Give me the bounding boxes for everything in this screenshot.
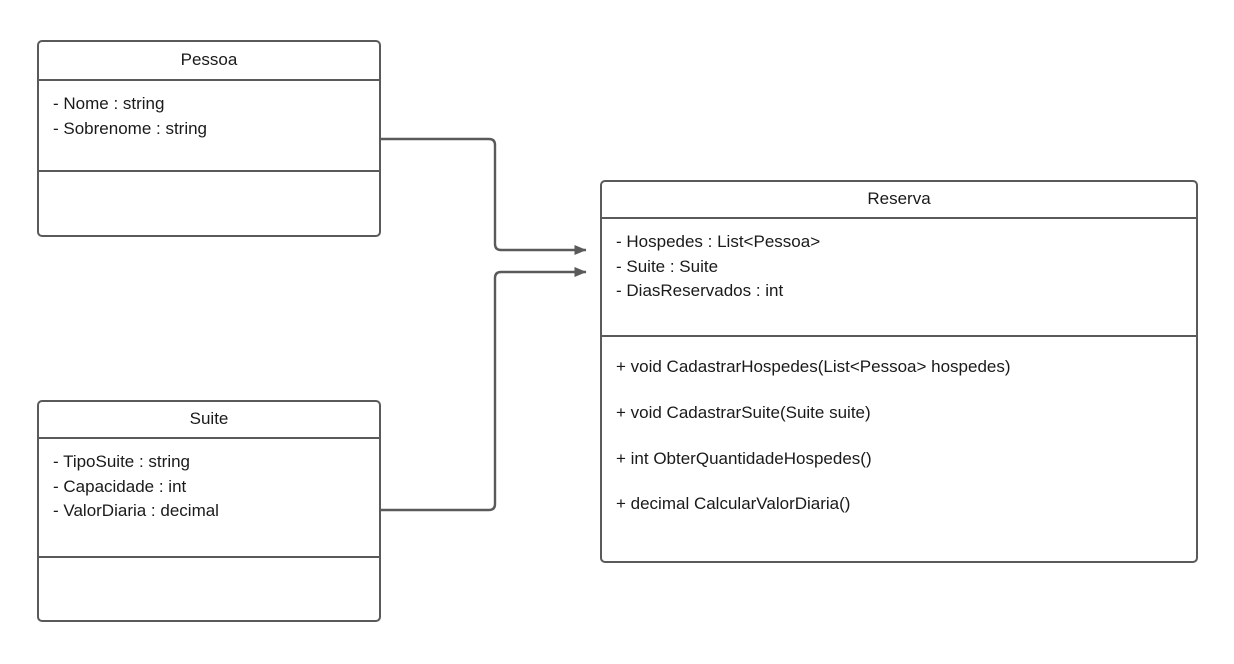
class-box-reserva[interactable]: Reserva - Hospedes : List<Pessoa> - Suit… — [600, 180, 1198, 563]
method-row: + decimal CalcularValorDiaria() — [616, 494, 851, 514]
class-title-reserva: Reserva — [602, 182, 1196, 219]
class-title-pessoa: Pessoa — [39, 42, 379, 81]
attribute-row: - ValorDiaria : decimal — [53, 501, 219, 521]
class-attributes-reserva: - Hospedes : List<Pessoa> - Suite : Suit… — [602, 219, 1196, 337]
connector-pessoa-reserva — [381, 137, 587, 255]
class-methods-reserva: + void CadastrarHospedes(List<Pessoa> ho… — [602, 337, 1196, 561]
class-methods-pessoa — [39, 172, 379, 235]
method-row: + void CadastrarSuite(Suite suite) — [616, 402, 871, 422]
class-title-suite: Suite — [39, 402, 379, 439]
class-box-suite[interactable]: Suite - TipoSuite : string - Capacidade … — [37, 400, 381, 622]
attribute-row: - Capacidade : int — [53, 476, 187, 496]
class-attributes-pessoa: - Nome : string - Sobrenome : string — [39, 81, 379, 172]
attribute-row: - Nome : string — [53, 94, 165, 113]
class-box-pessoa[interactable]: Pessoa - Nome : string - Sobrenome : str… — [37, 40, 381, 237]
class-methods-suite — [39, 558, 379, 620]
attribute-row: - TipoSuite : string — [53, 452, 191, 471]
method-row: + int ObterQuantidadeHospedes() — [616, 448, 872, 468]
connector-suite-reserva — [381, 267, 587, 512]
attribute-row: - Hospedes : List<Pessoa> — [616, 232, 821, 251]
attribute-row: - DiasReservados : int — [616, 281, 784, 301]
attribute-row: - Suite : Suite — [616, 256, 719, 276]
method-row: + void CadastrarHospedes(List<Pessoa> ho… — [616, 357, 1011, 376]
class-attributes-suite: - TipoSuite : string - Capacidade : int … — [39, 439, 379, 558]
attribute-row: - Sobrenome : string — [53, 118, 208, 138]
